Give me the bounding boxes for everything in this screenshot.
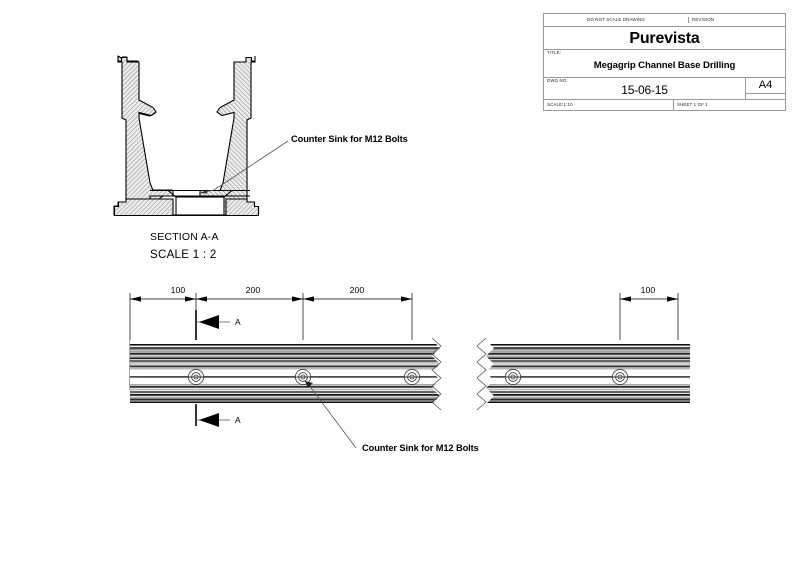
channel-plan-left [130, 337, 442, 411]
counter-sink-hole [610, 368, 630, 386]
counter-sink-hole [402, 368, 422, 386]
counter-sink-hole [186, 368, 206, 386]
do-not-scale-cell: DO NOT SCALE DRAWING [544, 16, 689, 24]
brand-row: Purevista [544, 27, 785, 50]
counter-sink-hole [503, 368, 523, 386]
title-block-header-row: DO NOT SCALE DRAWING REVISION [544, 14, 785, 27]
section-arrow-letter-bottom: A [235, 415, 241, 425]
scale-sheet-row: SCALE:1:10 SHEET 1 OF 1 [544, 100, 785, 110]
section-profile-base [113, 189, 260, 217]
section-profile-right-detail [199, 56, 260, 217]
dimension-line-right [619, 293, 679, 345]
section-caption: SECTION A-A [150, 231, 219, 243]
sheet-of-cell: SHEET 1 OF 1 [674, 100, 785, 110]
section-arrow-bottom [196, 413, 230, 427]
counter-sink-hole [293, 368, 313, 386]
section-leader-line [199, 140, 289, 194]
section-arrow-top [196, 315, 230, 329]
dimension-value: 100 [640, 285, 656, 295]
dwg-number-row: DWG NO. 15-06-15 A4 [544, 78, 785, 100]
revision-label: REVISION [692, 16, 715, 22]
drawing-title-value: Megagrip Channel Base Drilling [593, 60, 736, 71]
sheet-size-blank [746, 94, 785, 99]
plan-countersink-label: Counter Sink for M12 Bolts [362, 443, 479, 453]
title-block: DO NOT SCALE DRAWING REVISION Purevista … [543, 13, 786, 111]
revision-cell: REVISION [689, 17, 785, 24]
drawing-title-cell: TITLE: Megagrip Channel Base Drilling [544, 50, 785, 77]
section-profile-left [113, 55, 173, 216]
do-not-scale-label: DO NOT SCALE DRAWING [587, 16, 645, 22]
dwg-number-cell: DWG NO. 15-06-15 [544, 78, 746, 99]
channel-plan-right [476, 337, 690, 411]
dimension-line-left [129, 293, 413, 390]
sheet-size-value: A4 [746, 78, 785, 94]
title-field-label: TITLE: [547, 50, 562, 55]
section-profile-left-detail [113, 56, 174, 217]
section-arrow-letter-top: A [235, 317, 241, 327]
section-countersink-label: Counter Sink for M12 Bolts [291, 134, 408, 144]
dimension-value: 200 [245, 285, 261, 295]
dwg-no-label: DWG NO. [547, 78, 568, 83]
scale-cell: SCALE:1:10 [544, 100, 674, 110]
dwg-no-value: 15-06-15 [621, 83, 668, 97]
plan-leader-line [304, 380, 357, 449]
scale-label: SCALE:1:10 [547, 101, 573, 107]
brand-name: Purevista [629, 30, 700, 47]
sheet-of-label: SHEET 1 OF 1 [677, 101, 708, 107]
title-row: TITLE: Megagrip Channel Base Drilling [544, 50, 785, 78]
sheet-size-cell: A4 [746, 78, 785, 99]
dimension-value: 100 [170, 285, 186, 295]
section-scale-caption: SCALE 1 : 2 [150, 249, 217, 261]
dimension-value: 200 [349, 285, 365, 295]
